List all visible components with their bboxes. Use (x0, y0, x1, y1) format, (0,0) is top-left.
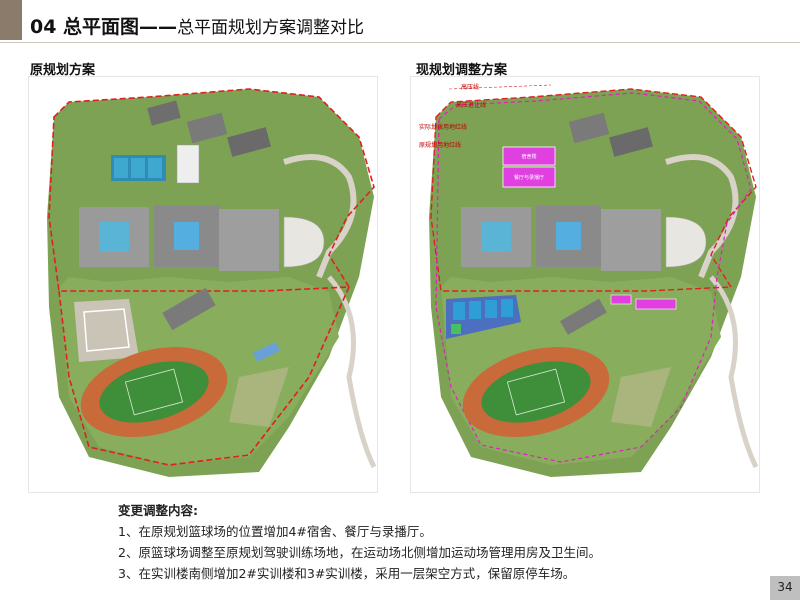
page-number-box: 34 (770, 576, 800, 600)
dorm-label: 宿舍楼 (521, 153, 536, 160)
change-notes: 变更调整内容: 1、在原规划篮球场的位置增加4#宿舍、餐厅与录播厅。 2、原篮球… (118, 500, 758, 584)
annotation-original-line: 原规划用地红线 (419, 141, 461, 149)
notes-item-2: 2、原篮球场调整至原规划驾驶训练场地，在运动场北侧增加运动场管理用房及卫生间。 (118, 545, 601, 560)
adjusted-site-plan-svg: 宿舍楼 餐厅与录播厅 高压线 高压退让线 实际划拨用地红线 原规划用地红线 (419, 83, 759, 477)
accent-bar (0, 0, 22, 40)
title-sub: 总平面规划方案调整对比 (177, 18, 365, 38)
right-panel-label: 现规划调整方案 (416, 63, 508, 78)
original-site-plan-svg (47, 88, 377, 477)
annotation-high-voltage: 高压线 (461, 83, 479, 91)
original-plan-image (28, 76, 378, 493)
notes-item-1: 1、在原规划篮球场的位置增加4#宿舍、餐厅与录播厅。 (118, 524, 432, 539)
left-panel-label: 原规划方案 (30, 63, 96, 78)
title-divider (0, 42, 800, 43)
canteen-label: 餐厅与录播厅 (514, 174, 544, 181)
annotation-actual-line: 实际划拨用地红线 (419, 123, 467, 131)
notes-item-3: 3、在实训楼南侧增加2#实训楼和3#实训楼，采用一层架空方式，保留原停车场。 (118, 566, 576, 581)
notes-heading: 变更调整内容: (118, 503, 198, 518)
page-number: 34 (777, 580, 793, 594)
adjusted-plan-image: 宿舍楼 餐厅与录播厅 高压线 高压退让线 实际划拨用地红线 原规划用地红线 (410, 76, 760, 493)
page-title: 04 总平面图——总平面规划方案调整对比 (30, 12, 364, 39)
annotation-hv-setback: 高压退让线 (456, 101, 486, 109)
title-main: 04 总平面图—— (30, 16, 178, 38)
